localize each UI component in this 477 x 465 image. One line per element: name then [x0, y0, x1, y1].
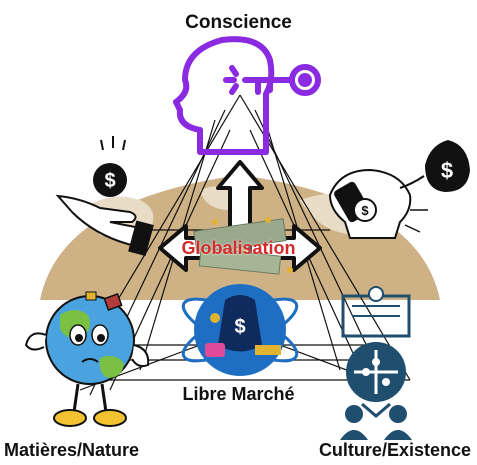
svg-text:$: $: [441, 158, 453, 183]
label-matieres-nature: Matières/Nature: [4, 440, 140, 460]
hand-dollar-coin-icon: $: [55, 136, 154, 257]
label-libre-marche: Libre Marché: [182, 384, 295, 404]
label-conscience: Conscience: [185, 12, 292, 33]
svg-text:$: $: [104, 170, 115, 192]
money-cluster: [193, 217, 293, 275]
puzzle-people-icon: [340, 286, 412, 440]
lightbulb-money-bag-icon: $ $: [328, 140, 470, 239]
sad-earth-icon: [24, 291, 150, 427]
label-culture-existence: Culture/Existence: [318, 440, 471, 460]
label-globalisation: Globalisation: [181, 238, 296, 258]
svg-text:$: $: [234, 316, 245, 338]
money-globe-icon: $: [181, 284, 299, 376]
svg-text:$: $: [361, 203, 369, 218]
head-key-icon: [173, 36, 321, 155]
